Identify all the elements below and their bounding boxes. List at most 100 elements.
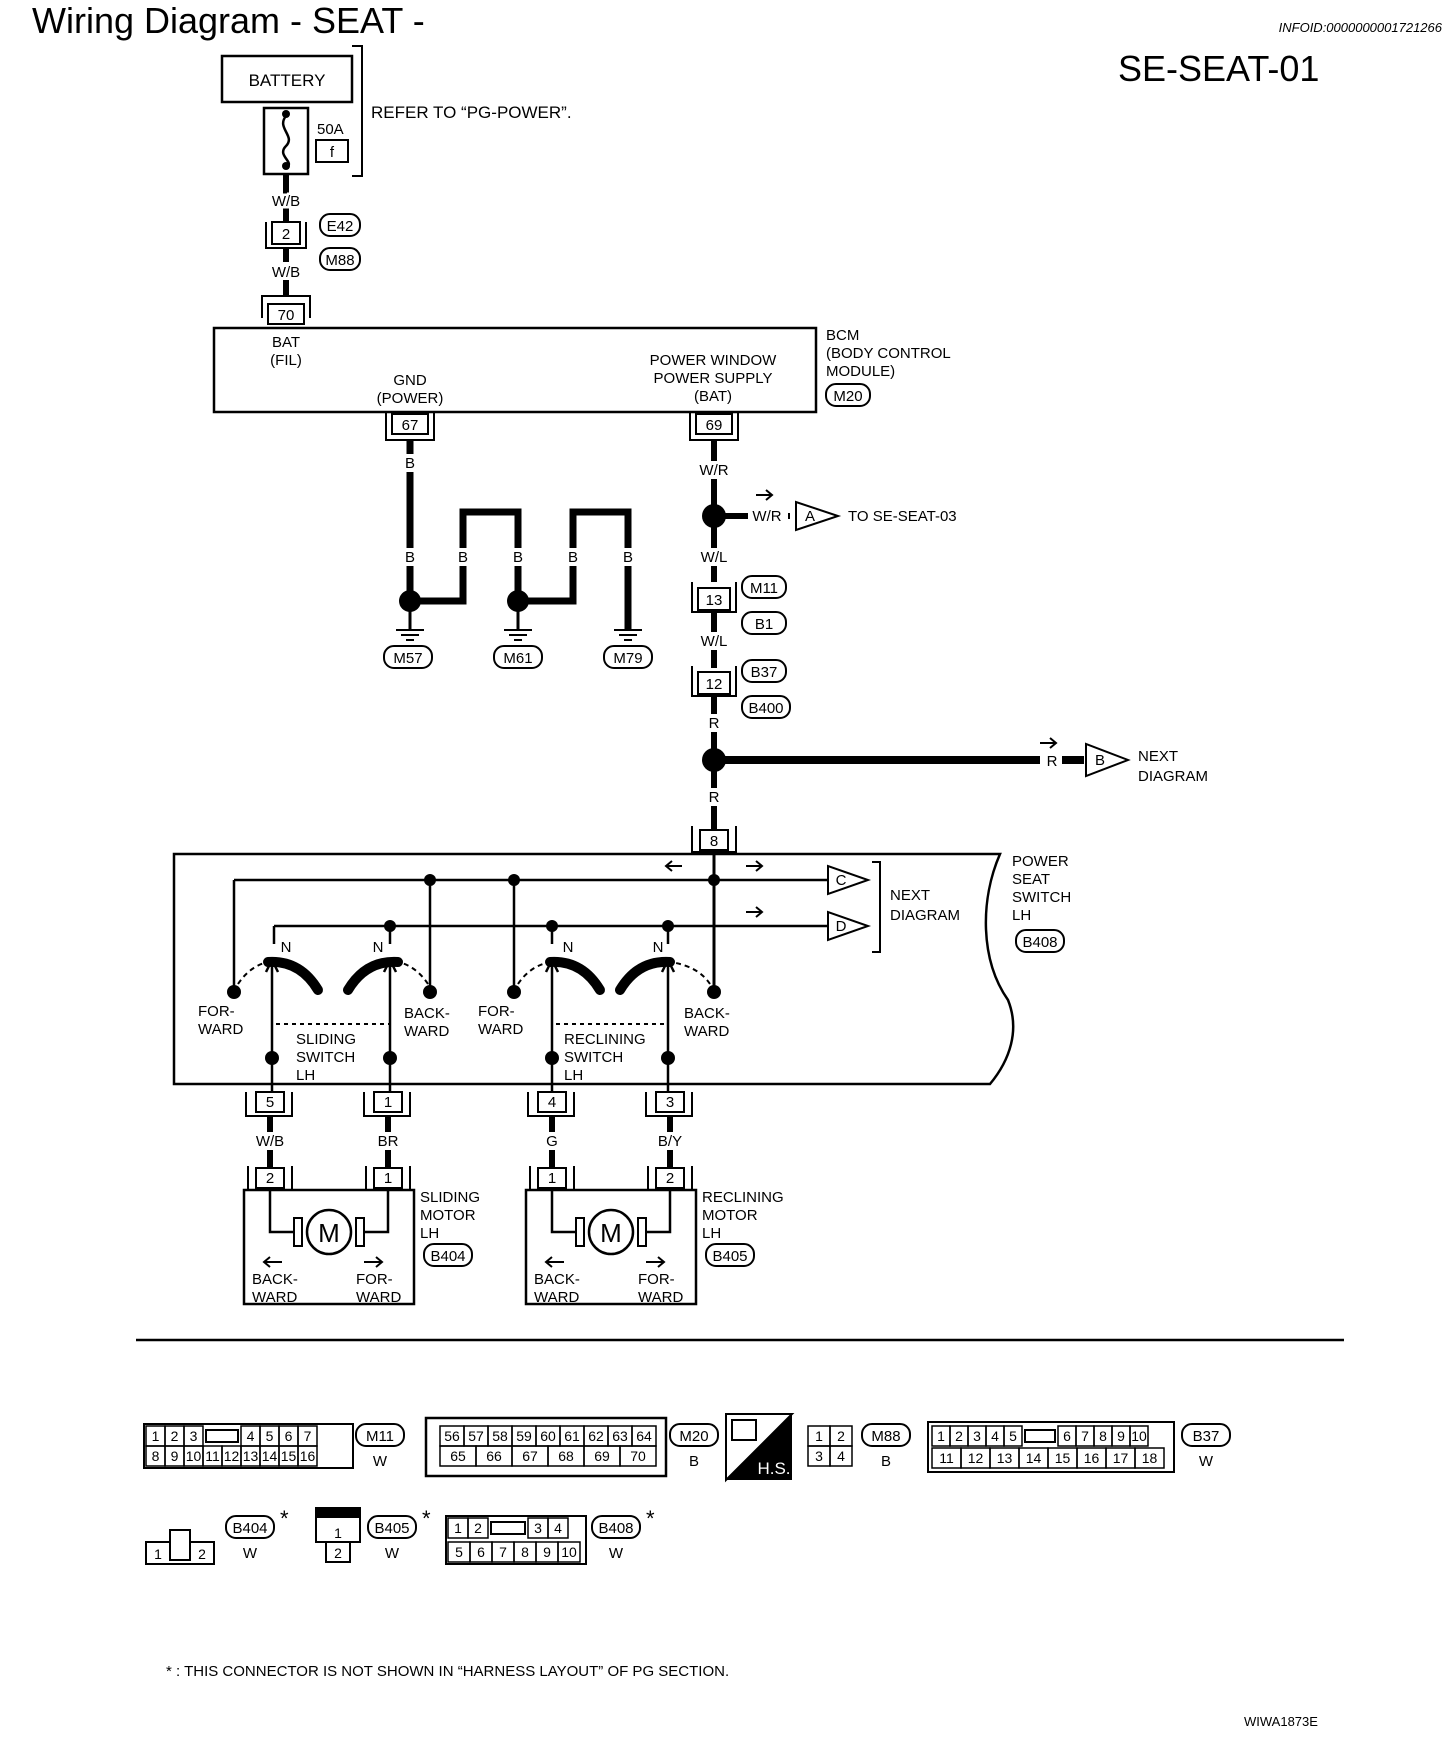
- svg-text:LH: LH: [1012, 907, 1031, 924]
- power-circuit: W/R W/R A TO SE-SEAT-03 W/L 13 M11 B1 W/…: [691, 440, 1208, 853]
- connector-color: B: [689, 1453, 699, 1470]
- arrow-right-icon: [1040, 737, 1058, 749]
- arrow-up-icon: [544, 957, 560, 973]
- svg-text:W/L: W/L: [701, 633, 728, 650]
- svg-text:C: C: [836, 872, 847, 889]
- arrow-right-icon: [746, 860, 764, 872]
- b408-pin: 10: [561, 1544, 577, 1560]
- svg-text:B: B: [623, 549, 633, 566]
- svg-text:1: 1: [384, 1170, 392, 1187]
- svg-text:M: M: [600, 1218, 622, 1248]
- b37-pin: 10: [1131, 1428, 1147, 1444]
- b408-pin: 5: [455, 1544, 463, 1560]
- b37-pin-cell: [1129, 1425, 1149, 1447]
- bcm-module: 70 BAT (FIL) GND (POWER) POWER WINDOW PO…: [212, 295, 951, 441]
- sliding-motor: 2 1 M BACK- WARD FOR- WARD SLIDING MOTOR…: [242, 1166, 480, 1306]
- connector-color: W: [373, 1453, 388, 1470]
- harness-protector: H.S.: [725, 1413, 795, 1483]
- b37-pin: 2: [955, 1428, 963, 1444]
- connector-star: *: [280, 1506, 289, 1531]
- svg-text:BR: BR: [378, 1133, 399, 1150]
- connector-id: B405: [374, 1520, 409, 1537]
- svg-text:MOTOR: MOTOR: [420, 1207, 476, 1224]
- arrow-right-icon: [746, 906, 764, 918]
- m88-pin: 3: [815, 1448, 823, 1464]
- b37-pin-cell: [1134, 1447, 1165, 1469]
- m11-pin: 3: [190, 1428, 198, 1444]
- connector-color: W: [609, 1545, 624, 1562]
- connector-color: W: [1199, 1453, 1214, 1470]
- b408-pin-cell: [547, 1517, 569, 1539]
- b408-pin: 6: [477, 1544, 485, 1560]
- m11-pin: 12: [224, 1448, 240, 1464]
- svg-text:WARD: WARD: [478, 1021, 523, 1038]
- svg-text:M11: M11: [750, 580, 778, 597]
- m88-pin-cell: [829, 1445, 853, 1467]
- b37-pin: 6: [1063, 1428, 1071, 1444]
- b408-pin: 4: [554, 1520, 562, 1536]
- m20-pin: 68: [558, 1448, 574, 1464]
- svg-text:B404: B404: [430, 1248, 465, 1265]
- svg-text:WARD: WARD: [638, 1289, 683, 1306]
- m11-pin: 15: [281, 1448, 297, 1464]
- svg-text:LH: LH: [420, 1225, 439, 1242]
- b37-pin: 18: [1142, 1450, 1158, 1466]
- svg-text:BACK-: BACK-: [534, 1271, 580, 1288]
- svg-text:GND: GND: [393, 372, 427, 389]
- svg-text:SLIDING: SLIDING: [420, 1189, 480, 1206]
- m11-pin: 9: [171, 1448, 179, 1464]
- svg-text:M: M: [318, 1218, 340, 1248]
- svg-text:SEAT: SEAT: [1012, 871, 1050, 888]
- m20-pin: 64: [636, 1428, 652, 1444]
- battery-block: BATTERY 50A f REFER TO “PG-POWER”.: [220, 45, 572, 177]
- b408-pin: 1: [454, 1520, 462, 1536]
- b408-pin: 3: [534, 1520, 542, 1536]
- connector-id-tag: [1181, 1423, 1231, 1447]
- arrow-right-icon: [364, 1256, 384, 1268]
- svg-text:SWITCH: SWITCH: [296, 1049, 355, 1066]
- svg-text:RECLINING: RECLINING: [564, 1031, 646, 1048]
- svg-text:4: 4: [548, 1094, 556, 1111]
- svg-text:FOR-: FOR-: [356, 1271, 393, 1288]
- svg-text:B: B: [405, 549, 415, 566]
- m11-pin: 7: [304, 1428, 312, 1444]
- m20-pin-cell: [619, 1445, 657, 1467]
- svg-text:WARD: WARD: [252, 1289, 297, 1306]
- svg-text:A: A: [805, 508, 815, 525]
- connector-key: [1024, 1429, 1056, 1443]
- b37-pin: 12: [968, 1450, 984, 1466]
- svg-text:B: B: [513, 549, 523, 566]
- b37-pin: 3: [973, 1428, 981, 1444]
- svg-text:SWITCH: SWITCH: [564, 1049, 623, 1066]
- svg-text:M20: M20: [833, 388, 862, 405]
- svg-text:W/R: W/R: [699, 462, 728, 479]
- m20-pin: 62: [588, 1428, 604, 1444]
- svg-text:BACK-: BACK-: [404, 1005, 450, 1022]
- m11-pin: 2: [171, 1428, 179, 1444]
- m11-pin: 5: [266, 1428, 274, 1444]
- b37-pin: 7: [1081, 1428, 1089, 1444]
- connector-key: [490, 1521, 526, 1535]
- footnote: * : THIS CONNECTOR IS NOT SHOWN IN “HARN…: [166, 1663, 729, 1680]
- b408-pin: 9: [543, 1544, 551, 1560]
- svg-text:67: 67: [402, 417, 419, 434]
- connector-id-tag: [355, 1423, 405, 1447]
- svg-text:WARD: WARD: [684, 1023, 729, 1040]
- battery-label: BATTERY: [249, 71, 326, 90]
- svg-text:B/Y: B/Y: [658, 1133, 682, 1150]
- svg-text:POWER: POWER: [1012, 853, 1069, 870]
- svg-text:1: 1: [384, 1094, 392, 1111]
- arrow-up-icon: [264, 957, 280, 973]
- svg-text:TO SE-SEAT-03: TO SE-SEAT-03: [848, 508, 957, 525]
- connector-id: B408: [598, 1520, 633, 1537]
- svg-text:(BAT): (BAT): [694, 388, 732, 405]
- svg-text:70: 70: [278, 307, 295, 324]
- svg-text:M57: M57: [393, 650, 422, 667]
- svg-text:R: R: [709, 789, 720, 806]
- m11-pin-cell: [297, 1445, 318, 1467]
- svg-text:LH: LH: [564, 1067, 583, 1084]
- m88-pin: 2: [837, 1428, 845, 1444]
- svg-text:1: 1: [154, 1546, 162, 1562]
- svg-text:R: R: [1047, 753, 1058, 770]
